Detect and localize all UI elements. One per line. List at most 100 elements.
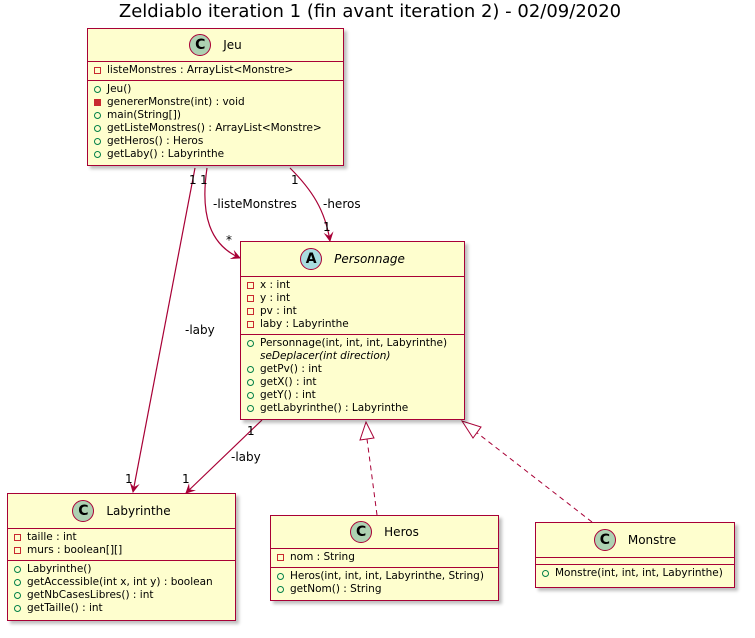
class-monstre[interactable]: C Monstre Monstre(int, int, int, Labyrin… [535,522,735,588]
attribute-row: taille : int [8,531,235,544]
inheritance-triangle-heros [359,420,375,441]
attribute-row: listeMonstres : ArrayList<Monstre> [88,64,343,77]
private-visibility-icon [247,295,254,302]
method-row: Personnage(int, int, int, Labyrinthe) [241,337,464,350]
class-name: Labyrinthe [106,504,171,518]
public-visibility-icon [14,579,21,586]
public-visibility-icon [542,570,549,577]
attribute-text: murs : boolean[][] [27,544,123,556]
diagram-title: Zeldiablo iteration 1 (fin avant iterati… [118,1,622,22]
inheritance-triangle-monstre [460,420,482,439]
attribute-row: y : int [241,292,464,305]
class-stereotype-icon: C [350,521,373,543]
private-visibility-icon [247,308,254,315]
public-visibility-icon [14,592,21,599]
method-text: Personnage(int, int, int, Labyrinthe) [260,337,448,349]
edge-personnage-laby [185,419,263,494]
method-row: getAccessible(int x, int y) : boolean [8,576,235,589]
class-jeu[interactable]: C Jeu listeMonstres : ArrayList<Monstre>… [87,28,344,166]
mult-personnage-laby-src: 1 [247,424,255,438]
public-visibility-icon [277,586,284,593]
public-visibility-icon [94,112,101,119]
method-text: getNbCasesLibres() : int [27,589,154,601]
public-visibility-icon [247,340,254,347]
attribute-row: laby : Labyrinthe [241,318,464,331]
public-visibility-icon [94,125,101,132]
method-text: getPv() : int [260,363,322,375]
method-row: getPv() : int [241,363,464,376]
methods-section: Personnage(int, int, int, Labyrinthe)seD… [241,334,464,418]
class-name: Heros [384,525,419,539]
class-header: A Personnage [241,242,464,277]
edge-label-jeu-laby: -laby [185,323,215,337]
method-text: getLabyrinthe() : Labyrinthe [260,402,409,414]
method-text: getNom() : String [290,583,382,595]
edge-monstre-extends [475,431,593,523]
private-visibility-icon [14,534,21,541]
edge-label-jeu-heros: -heros [323,197,361,211]
attribute-text: y : int [260,292,291,304]
method-text: seDeplacer(int direction) [260,350,391,362]
class-header: C Labyrinthe [8,494,235,529]
private-visibility-icon [14,547,21,554]
attribute-text: laby : Labyrinthe [260,318,349,330]
method-row: getLaby() : Labyrinthe [88,148,343,161]
method-text: getX() : int [260,376,317,388]
class-header: C Monstre [536,523,734,558]
private-visibility-icon [94,67,101,74]
mult-personnage-laby-dst: 1 [182,472,190,486]
public-visibility-icon [247,379,254,386]
class-name: Jeu [223,38,242,52]
method-text: getAccessible(int x, int y) : boolean [27,576,213,588]
method-row: getTaille() : int [8,602,235,615]
class-stereotype-icon: C [72,500,95,522]
method-row: genererMonstre(int) : void [88,96,343,109]
method-text: getLaby() : Labyrinthe [107,148,225,160]
attribute-row: murs : boolean[][] [8,544,235,557]
method-text: getY() : int [260,389,316,401]
method-text: Monstre(int, int, int, Labyrinthe) [555,567,723,579]
edge-label-personnage-laby: -laby [231,450,261,464]
public-visibility-icon [247,366,254,373]
method-row: main(String[]) [88,109,343,122]
attribute-row: x : int [241,279,464,292]
method-row: getHeros() : Heros [88,135,343,148]
mult-jeu-heros-dst: 1 [323,220,331,234]
method-text: main(String[]) [107,109,181,121]
method-row: getX() : int [241,376,464,389]
mult-jeu-listemonstres-dst: * [226,233,232,247]
private-visibility-icon [247,321,254,328]
class-header: C Heros [271,516,498,549]
class-stereotype-icon: C [189,34,212,56]
method-row: Monstre(int, int, int, Labyrinthe) [536,567,734,580]
method-text: getTaille() : int [27,602,103,614]
attribute-row: pv : int [241,305,464,318]
mult-jeu-listemonstres-src: 1 [200,173,208,187]
private-visibility-icon [247,282,254,289]
method-row: getNom() : String [271,583,498,596]
method-text: getHeros() : Heros [107,135,204,147]
method-row: getListeMonstres() : ArrayList<Monstre> [88,122,343,135]
mult-jeu-laby-src: 1 [189,173,197,187]
abstract-stereotype-icon: A [300,248,323,270]
attributes-section: nom : String [271,549,498,567]
mult-jeu-laby-dst: 1 [125,472,133,486]
private-visibility-icon [94,99,101,106]
method-row: Labyrinthe() [8,563,235,576]
public-visibility-icon [277,573,284,580]
edge-jeu-laby [129,167,196,493]
public-visibility-icon [94,138,101,145]
method-row: getNbCasesLibres() : int [8,589,235,602]
method-text: Jeu() [107,83,132,95]
edge-heros-extends [366,438,378,516]
class-heros[interactable]: C Heros nom : String Heros(int, int, int… [270,515,499,601]
method-row: Jeu() [88,83,343,96]
method-row: getLabyrinthe() : Labyrinthe [241,402,464,415]
attributes-section: listeMonstres : ArrayList<Monstre> [88,62,343,80]
public-visibility-icon [94,151,101,158]
